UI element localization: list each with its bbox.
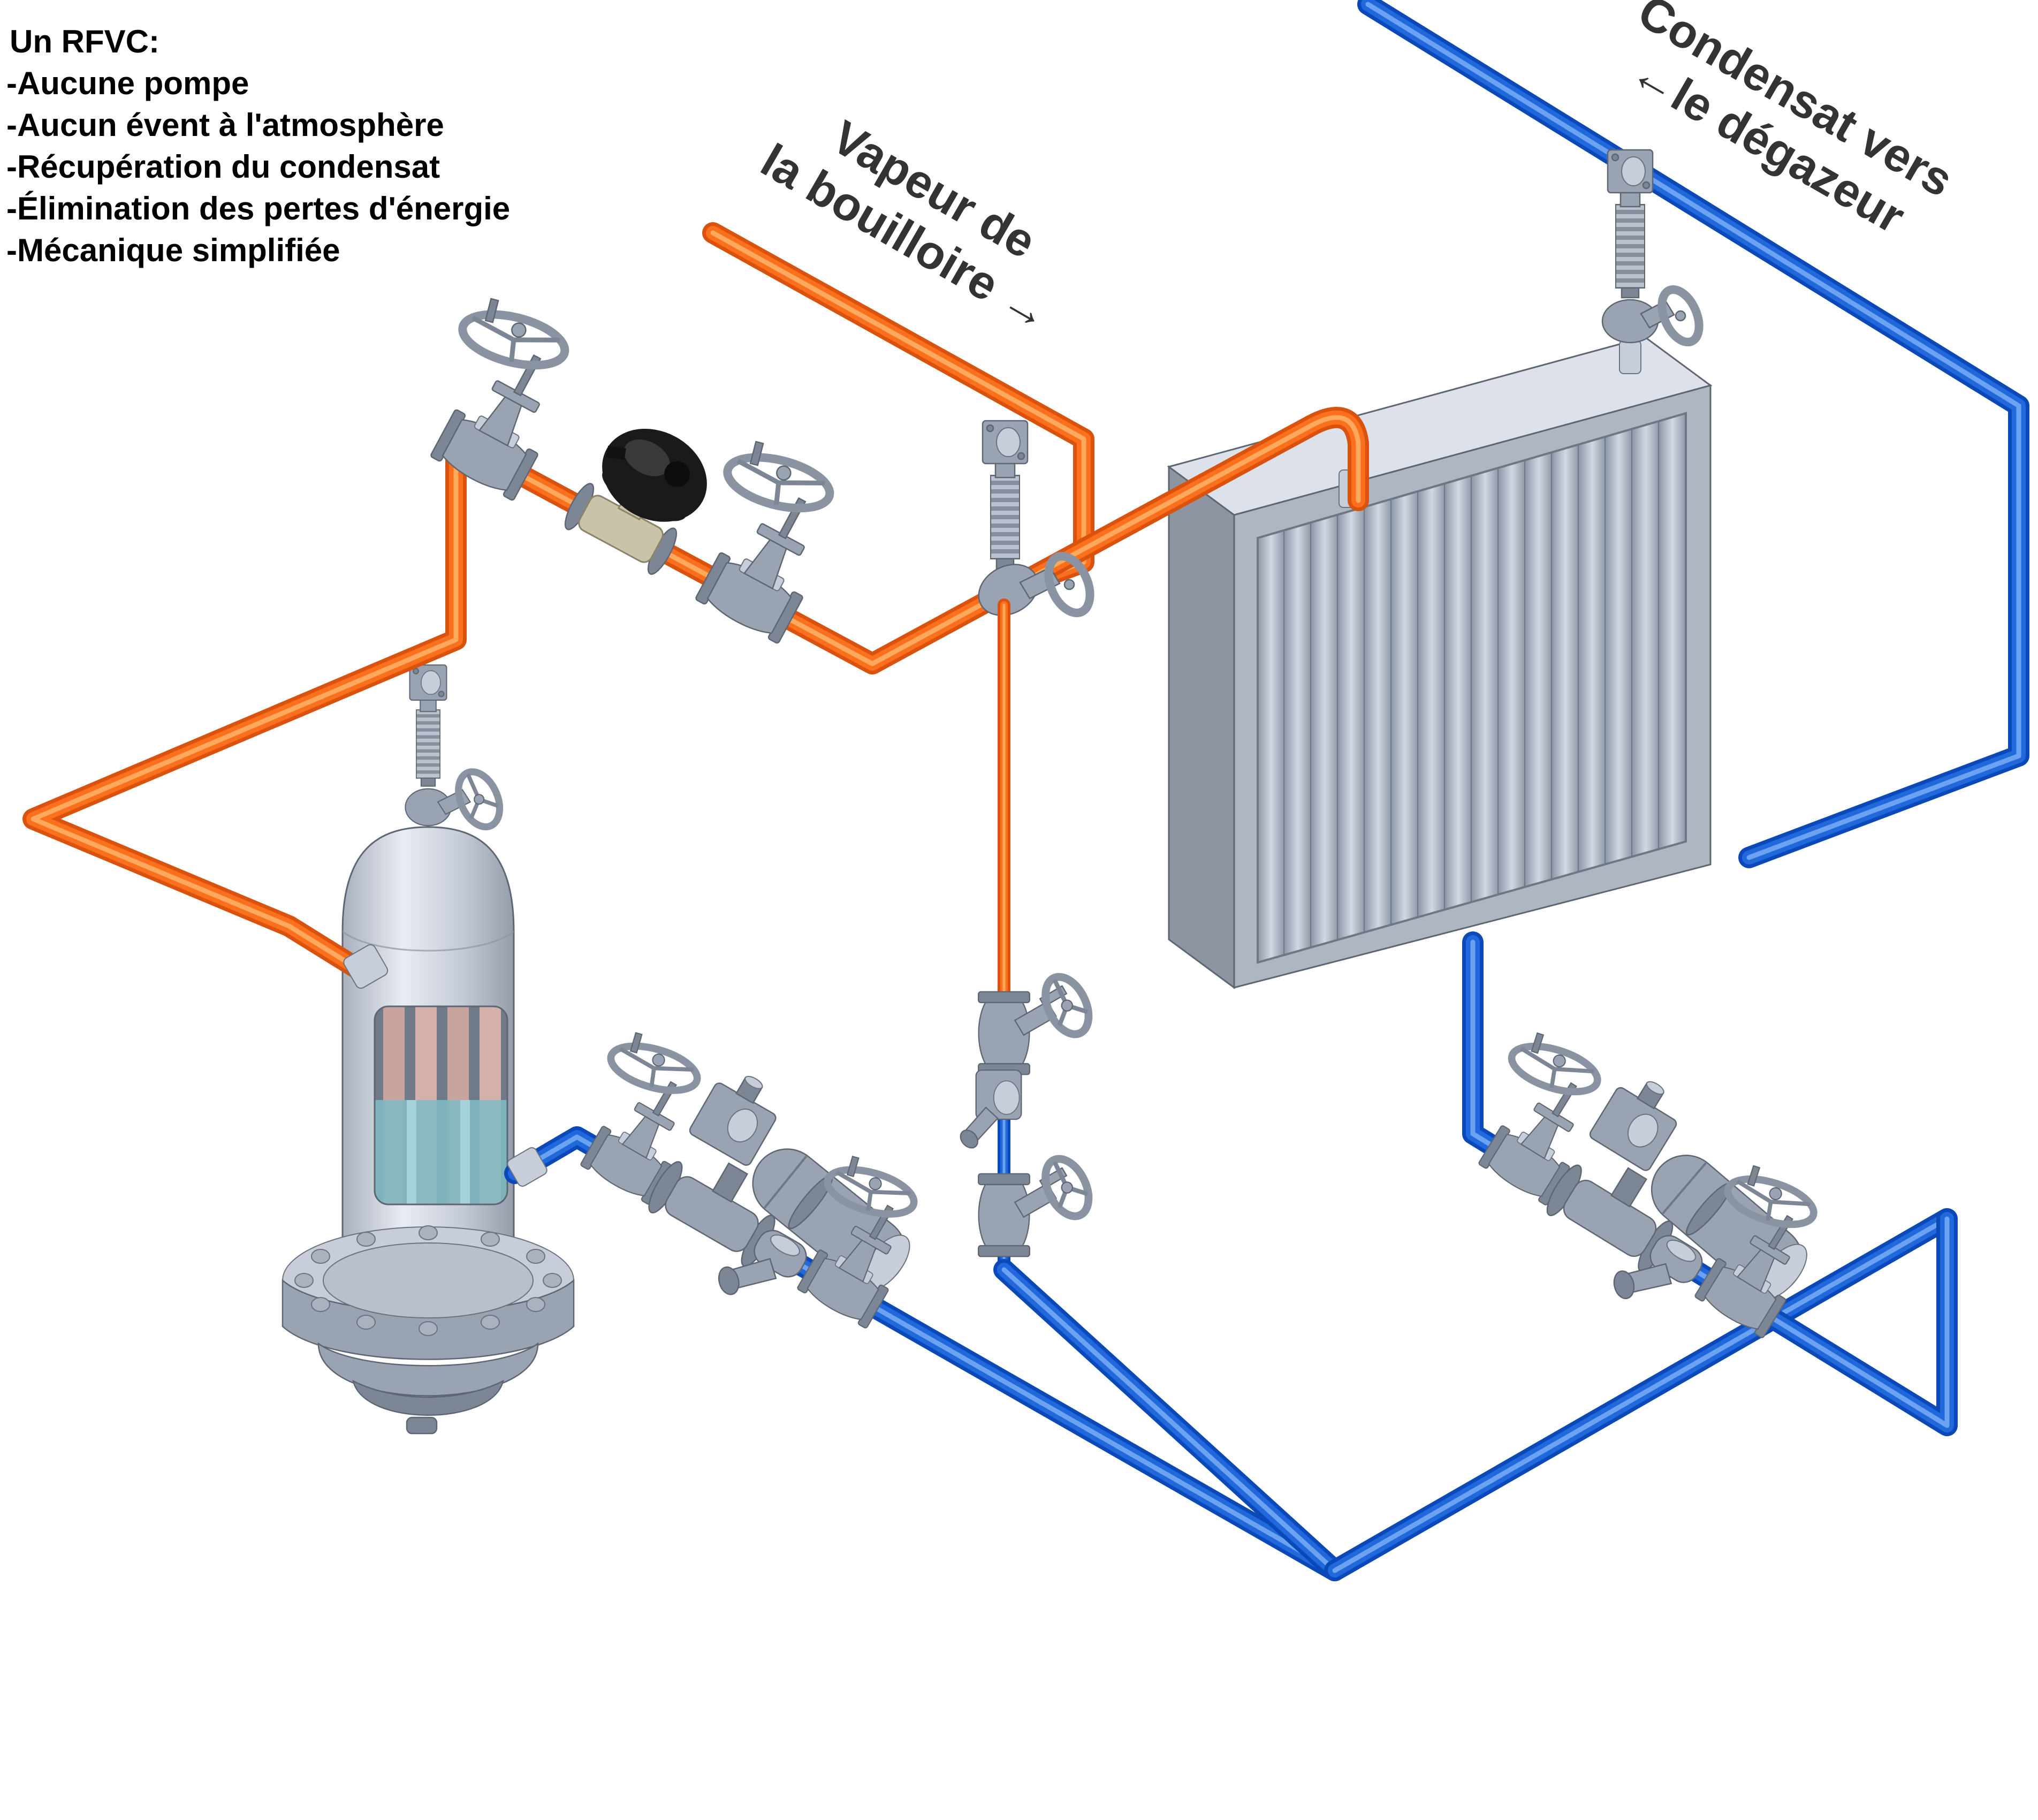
left-station-control-valve [642, 1061, 952, 1338]
pressure-regulator [559, 407, 725, 580]
condensate-control-station-right [1451, 1019, 1851, 1347]
exchanger-outlet-nozzle [1619, 340, 1641, 374]
condensate-return-riser-pipe [1324, 1208, 1958, 1581]
vessel-cutaway [374, 1005, 508, 1205]
trap-inlet-valve [978, 970, 1097, 1074]
condensate-trap-return-pipe [993, 1259, 1345, 1581]
steam-main-pipe [445, 407, 1369, 674]
vessel-vent-valve [405, 664, 504, 831]
annotation-item-3: -Récupération du condensat [6, 149, 440, 185]
exchanger-outlet-valve [1601, 149, 1704, 347]
annotation-item-1: -Aucune pompe [6, 65, 249, 101]
steam-trap [956, 1069, 1022, 1152]
steam-vessel-feed-pipe [22, 429, 467, 989]
vessel-heater [282, 664, 575, 1435]
annotation-block: Un RFVC: -Aucune pompe -Aucun évent à l'… [6, 24, 510, 268]
condensate-flow-label: Condensat vers ←le dégazeur [1622, 0, 1962, 244]
heat-exchanger [1167, 336, 1713, 989]
condensate-header-pipe [1357, 0, 2029, 868]
annotation-item-5: -Mécanique simplifiée [6, 232, 340, 268]
annotation-item-4: -Élimination des pertes d'énergie [6, 191, 510, 226]
steam-flow-label: Vapeur de la bouilloire → [752, 110, 1060, 342]
steam-branch-isolation-valve [978, 420, 1094, 617]
condensate-vessel-outlet-pipe [504, 1126, 1345, 1581]
steam-isolation-valve-1 [397, 283, 597, 501]
vessel-flange [282, 1225, 575, 1435]
left-station-inlet-valve [552, 1019, 725, 1205]
annotation-title: Un RFVC: [10, 24, 159, 59]
condensate-control-station-left [552, 1019, 952, 1338]
steam-trap-station [956, 598, 1097, 1276]
annotation-item-2: -Aucun évent à l'atmosphère [6, 107, 444, 143]
trap-outlet-valve [978, 1152, 1097, 1256]
